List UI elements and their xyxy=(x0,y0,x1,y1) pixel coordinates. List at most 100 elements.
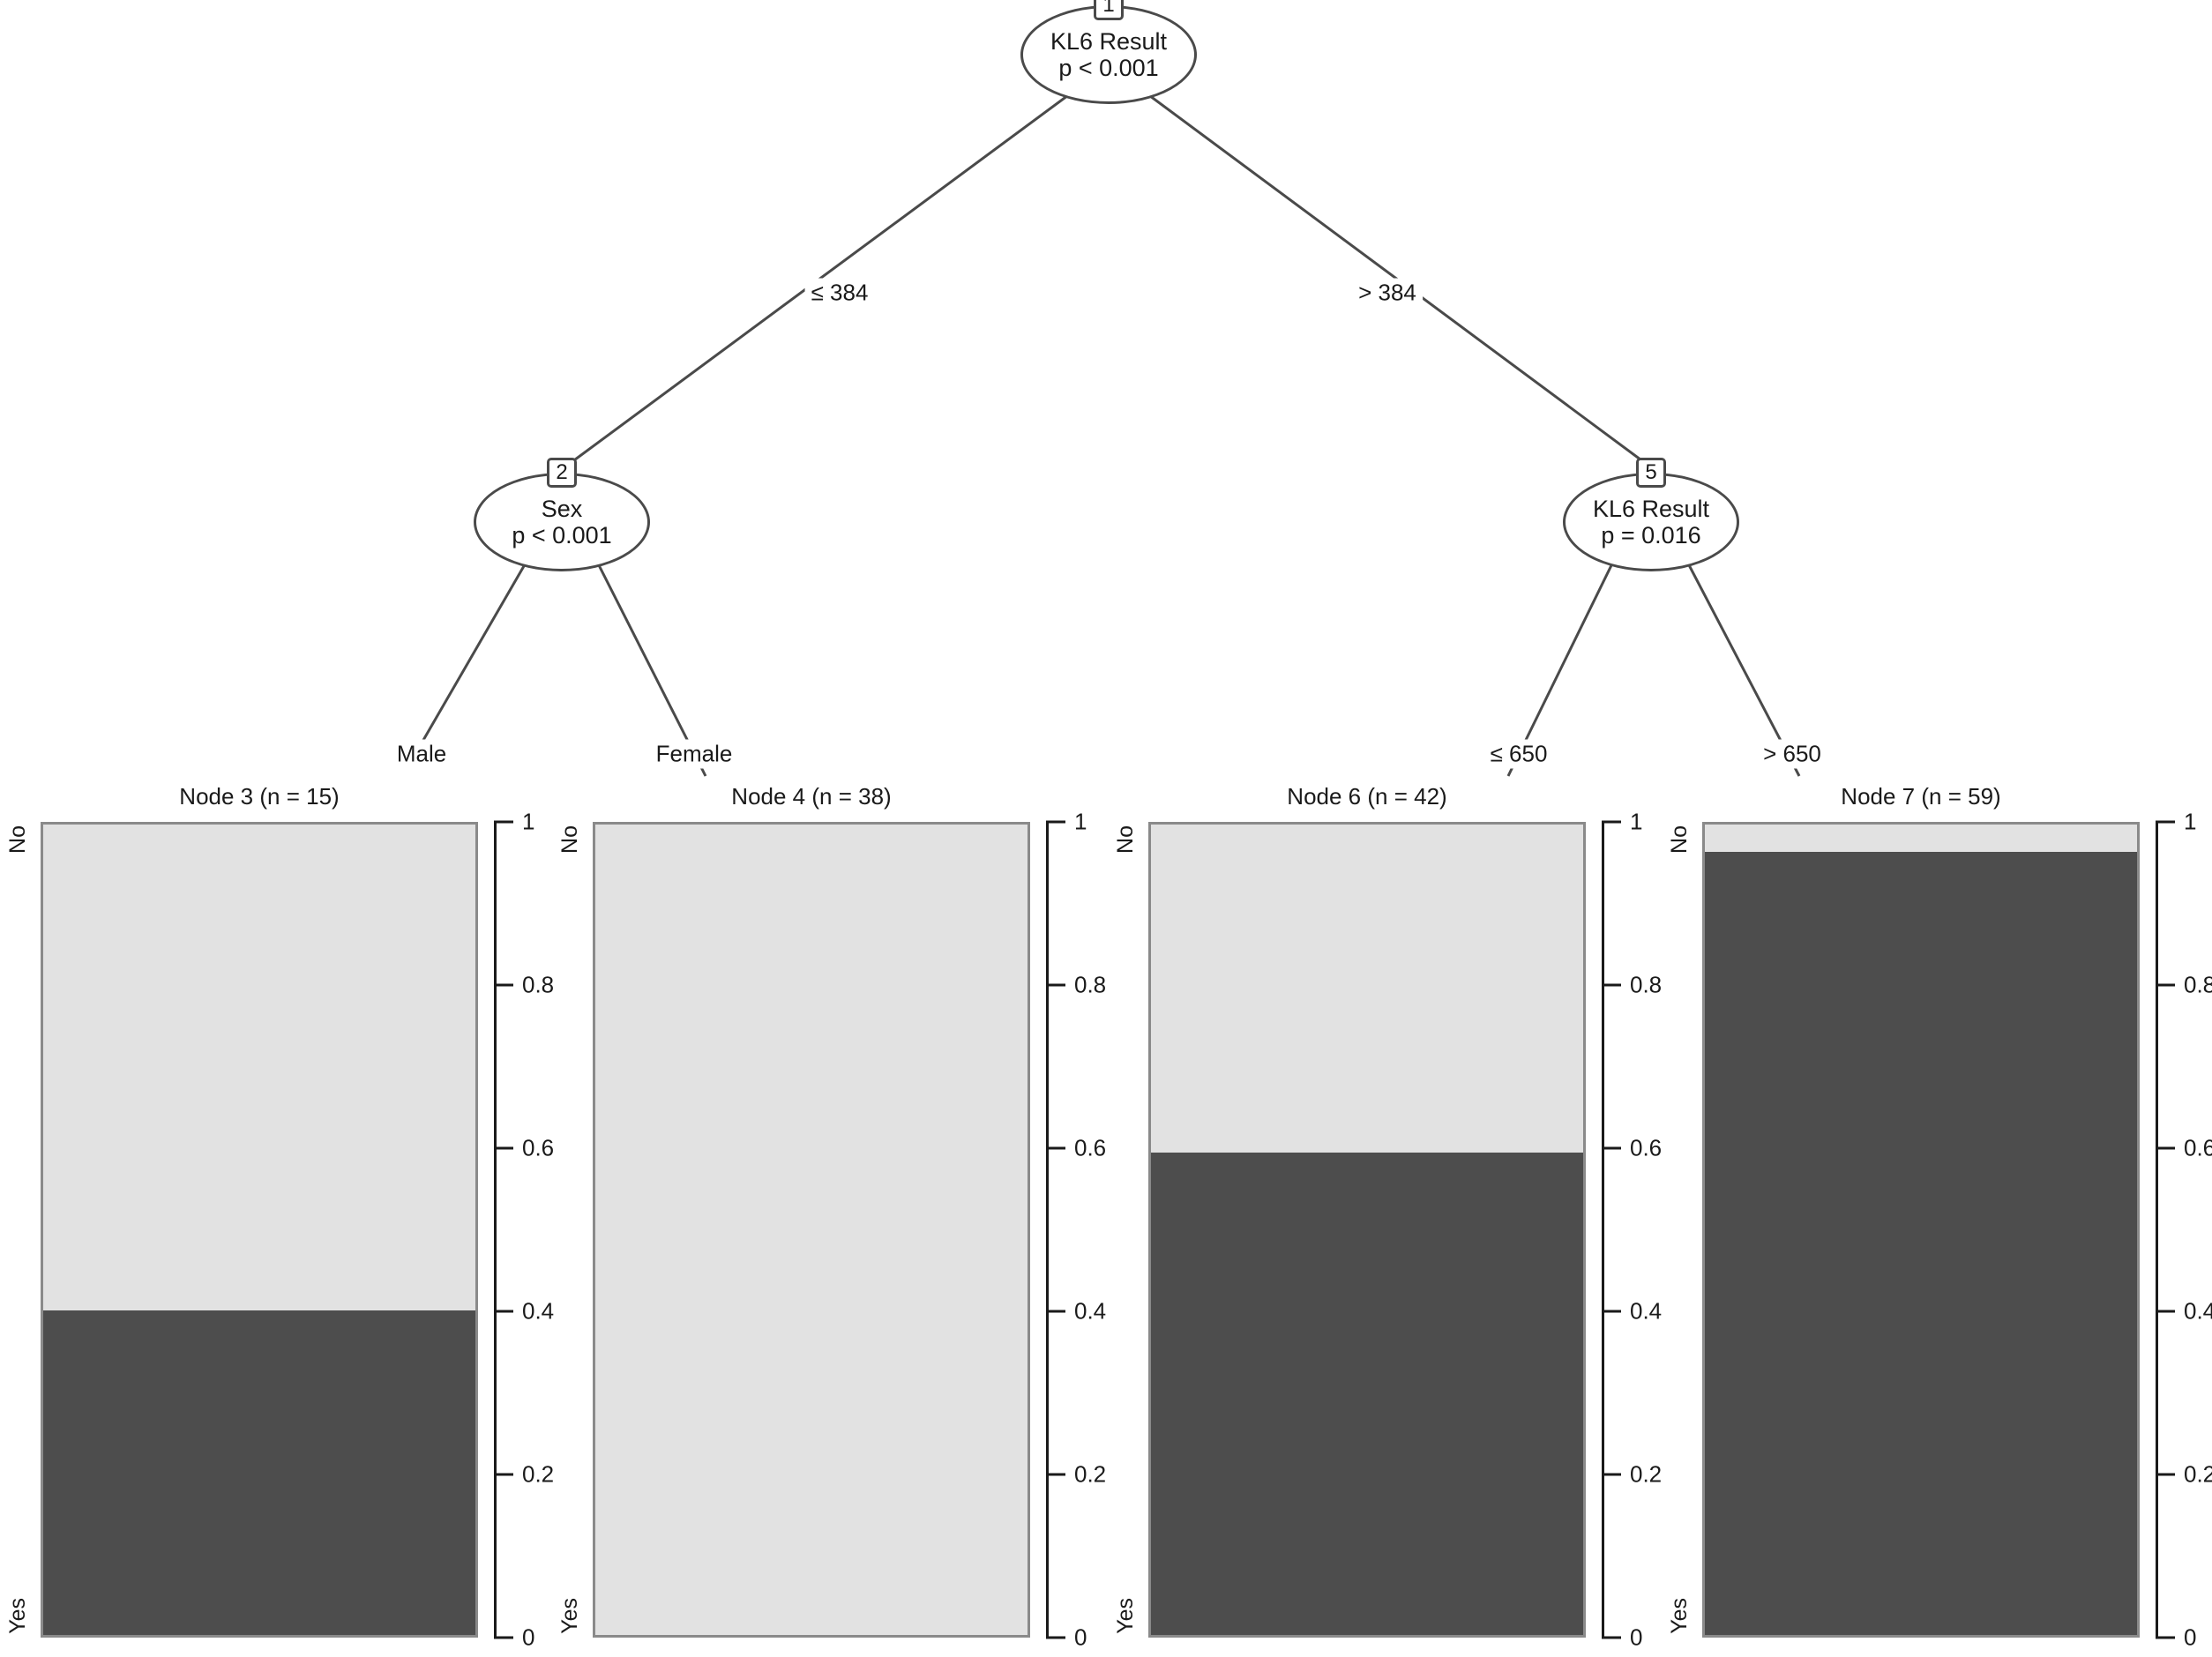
inner-node-1-badge: 1 xyxy=(1094,0,1124,20)
inner-node-5[interactable]: 5 KL6 Result p = 0.016 xyxy=(1563,458,1739,571)
axis-tick-label: 0 xyxy=(1630,1623,1643,1651)
axis-tick-label: 1 xyxy=(522,808,535,835)
inner-node-1[interactable]: 1 KL6 Result p < 0.001 xyxy=(1020,0,1197,104)
axis-tick-label: 0 xyxy=(522,1623,535,1651)
terminal-node-3[interactable]: Node 3 (n = 15) No Yes 1 0.8 0.6 0.4 0.2 0 xyxy=(5,783,554,1651)
axis-tick-label: 0.8 xyxy=(2184,971,2212,998)
axis-tick-mark xyxy=(494,1146,513,1150)
axis-tick-label: 1 xyxy=(2184,808,2197,835)
edge-label-1-2: ≤ 384 xyxy=(804,278,875,308)
axis-tick-label: 0 xyxy=(1074,1623,1087,1651)
axis-tick-label: 1 xyxy=(1630,808,1643,835)
axis-tick-mark xyxy=(494,983,513,987)
terminal-node-7-axis: 1 0.8 0.6 0.4 0.2 0 xyxy=(2140,809,2212,1651)
axis-tick-label: 0.8 xyxy=(1074,971,1107,998)
terminal-node-6-label-yes: Yes xyxy=(1113,1598,1138,1634)
terminal-node-3-segment-no xyxy=(43,825,475,1311)
inner-node-2-badge: 2 xyxy=(547,458,577,488)
terminal-node-3-label-yes: Yes xyxy=(5,1598,30,1634)
axis-tick-label: 0.8 xyxy=(522,971,555,998)
axis-tick-mark xyxy=(2156,1636,2175,1639)
edge-label-2-3: Male xyxy=(390,739,453,769)
terminal-node-3-segment-yes xyxy=(43,1310,475,1635)
axis-spine xyxy=(2156,822,2158,1638)
terminal-node-7-title: Node 7 (n = 59) xyxy=(1841,783,2001,810)
axis-tick-label: 0.6 xyxy=(522,1134,555,1161)
axis-tick-mark xyxy=(1046,1146,1065,1150)
terminal-node-3-axis: 1 0.8 0.6 0.4 0.2 0 xyxy=(478,809,563,1651)
inner-node-2[interactable]: 2 Sex p < 0.001 xyxy=(474,458,650,571)
inner-node-1-pvalue: p < 0.001 xyxy=(1058,55,1159,81)
axis-tick-mark xyxy=(1046,1473,1065,1476)
terminal-node-7-plot xyxy=(1702,822,2140,1638)
terminal-node-6-segment-no xyxy=(1151,825,1583,1153)
terminal-node-6-label-no: No xyxy=(1113,825,1138,854)
axis-tick-label: 0.4 xyxy=(522,1297,555,1325)
edge-label-5-7: > 650 xyxy=(1757,739,1827,769)
terminal-node-4-label-no: No xyxy=(557,825,582,854)
terminal-node-6-title: Node 6 (n = 42) xyxy=(1287,783,1447,810)
axis-tick-label: 0.2 xyxy=(1074,1460,1107,1488)
axis-tick-label: 0.2 xyxy=(2184,1460,2212,1488)
axis-tick-mark xyxy=(494,820,513,824)
axis-tick-label: 0.6 xyxy=(1074,1134,1107,1161)
axis-tick-mark xyxy=(2156,1310,2175,1313)
inner-node-1-variable: KL6 Result xyxy=(1050,27,1168,55)
terminal-node-4-bar-stack xyxy=(595,825,1028,1635)
axis-spine xyxy=(1046,822,1049,1638)
terminal-node-6-segment-yes xyxy=(1151,1153,1583,1635)
inner-node-2-ellipse: Sex p < 0.001 xyxy=(474,473,650,571)
axis-spine xyxy=(1602,822,1604,1638)
axis-tick-mark xyxy=(1046,983,1065,987)
inner-node-5-pvalue: p = 0.016 xyxy=(1601,522,1701,549)
axis-tick-mark xyxy=(494,1473,513,1476)
axis-tick-label: 0.4 xyxy=(1074,1297,1107,1325)
axis-tick-mark xyxy=(1046,820,1065,824)
axis-tick-label: 0.6 xyxy=(1630,1134,1663,1161)
edge-label-2-4: Female xyxy=(649,739,739,769)
axis-tick-mark xyxy=(1602,1473,1621,1476)
inner-node-2-variable: Sex xyxy=(541,495,583,522)
terminal-node-4-plot xyxy=(593,822,1030,1638)
inner-node-2-pvalue: p < 0.001 xyxy=(512,522,612,549)
axis-tick-mark xyxy=(1602,1146,1621,1150)
axis-tick-label: 0.8 xyxy=(1630,971,1663,998)
axis-tick-mark xyxy=(1046,1636,1065,1639)
axis-tick-label: 0.4 xyxy=(2184,1297,2212,1325)
terminal-node-3-plot xyxy=(41,822,478,1638)
inner-node-5-badge: 5 xyxy=(1636,458,1666,488)
terminal-node-7-segment-no xyxy=(1705,825,2137,853)
edge-label-5-6: ≤ 650 xyxy=(1483,739,1554,769)
axis-tick-mark xyxy=(1602,820,1621,824)
terminal-node-7-label-yes: Yes xyxy=(1667,1598,1692,1634)
axis-tick-label: 0.2 xyxy=(522,1460,555,1488)
axis-tick-label: 0.6 xyxy=(2184,1134,2212,1161)
terminal-node-4-segment-no xyxy=(595,825,1028,1635)
axis-tick-mark xyxy=(494,1636,513,1639)
terminal-node-3-title: Node 3 (n = 15) xyxy=(179,783,340,810)
inner-node-1-ellipse: KL6 Result p < 0.001 xyxy=(1020,5,1197,104)
terminal-node-6-plot xyxy=(1148,822,1586,1638)
terminal-node-7-bar-stack xyxy=(1705,825,2137,1635)
axis-tick-mark xyxy=(1046,1310,1065,1313)
axis-tick-mark xyxy=(1602,1636,1621,1639)
axis-spine xyxy=(494,822,497,1638)
terminal-node-7[interactable]: Node 7 (n = 59) No Yes 1 0.8 0.6 0.4 0.2 0 xyxy=(1667,783,2212,1651)
axis-tick-label: 0.4 xyxy=(1630,1297,1663,1325)
terminal-node-6-bar-stack xyxy=(1151,825,1583,1635)
terminal-node-3-bar-stack xyxy=(43,825,475,1635)
terminal-node-3-label-no: No xyxy=(5,825,30,854)
axis-tick-mark xyxy=(2156,1146,2175,1150)
axis-tick-mark xyxy=(1602,1310,1621,1313)
terminal-node-4-title: Node 4 (n = 38) xyxy=(731,783,892,810)
terminal-node-7-label-no: No xyxy=(1667,825,1692,854)
terminal-node-7-segment-yes xyxy=(1705,852,2137,1635)
inner-node-5-ellipse: KL6 Result p = 0.016 xyxy=(1563,473,1739,571)
axis-tick-mark xyxy=(2156,983,2175,987)
axis-tick-label: 0 xyxy=(2184,1623,2197,1651)
